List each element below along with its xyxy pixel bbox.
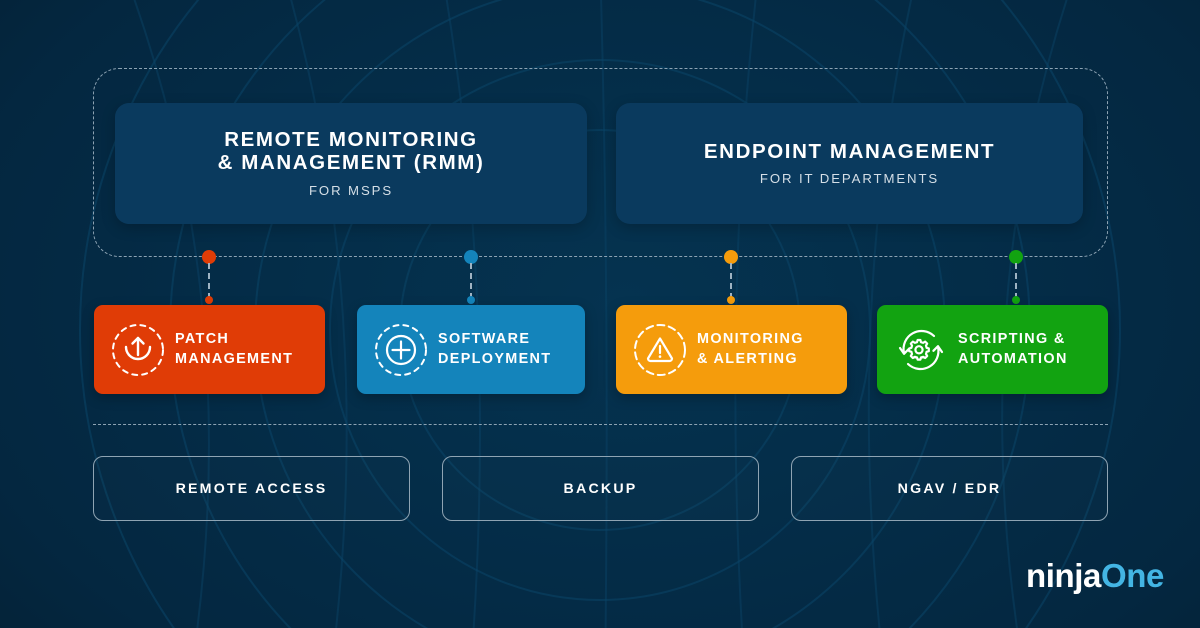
warning-triangle-icon (634, 323, 686, 376)
connector-stem-monitoring (730, 263, 732, 299)
bottom-card-ngav-edr[interactable]: NGAV / EDR (791, 456, 1108, 521)
panel-remote-monitoring-management[interactable]: REMOTE MONITORING & MANAGEMENT (RMM) FOR… (115, 103, 587, 224)
bottom-card-remote-access[interactable]: REMOTE ACCESS (93, 456, 410, 521)
logo-text-ninja: ninja (1026, 557, 1102, 594)
service-card-patch-label: PATCH MANAGEMENT (175, 330, 293, 369)
service-card-software-label-line1: SOFTWARE (438, 331, 531, 348)
service-card-scripting-automation[interactable]: SCRIPTING & AUTOMATION (877, 305, 1108, 394)
connector-dot-top-scripting (1009, 250, 1023, 264)
bottom-card-ngav-edr-label: NGAV / EDR (897, 480, 1002, 497)
service-card-patch-label-line1: PATCH (175, 331, 230, 348)
connector-dot-top-monitoring (724, 250, 738, 264)
service-card-software-deployment[interactable]: SOFTWARE DEPLOYMENT (357, 305, 585, 394)
connector-dot-top-patch (202, 250, 216, 264)
service-card-monitoring-label: MONITORING & ALERTING (697, 330, 804, 369)
bottom-card-backup[interactable]: BACKUP (442, 456, 759, 521)
service-card-monitoring-label-line2: & ALERTING (697, 350, 798, 367)
service-card-monitoring-label-line1: MONITORING (697, 331, 804, 348)
panel-rmm-title-line1: REMOTE MONITORING (224, 128, 478, 152)
section-divider (93, 424, 1108, 425)
connector-stem-patch (208, 263, 210, 299)
connector-dot-bottom-software (467, 296, 475, 304)
logo-text-one: One (1101, 557, 1164, 594)
connector-dot-top-software (464, 250, 478, 264)
connector-dot-bottom-scripting (1012, 296, 1020, 304)
connector-dot-bottom-patch (205, 296, 213, 304)
service-card-monitoring-alerting[interactable]: MONITORING & ALERTING (616, 305, 847, 394)
ninjaone-logo: ninjaOne (1026, 559, 1164, 592)
service-card-patch-management[interactable]: PATCH MANAGEMENT (94, 305, 325, 394)
connector-stem-scripting (1015, 263, 1017, 299)
connector-stem-software (470, 263, 472, 299)
panel-rmm-subtitle: FOR MSPS (308, 182, 394, 198)
bottom-card-backup-label: BACKUP (563, 480, 638, 497)
bottom-card-remote-access-label: REMOTE ACCESS (175, 480, 328, 497)
panel-rmm-title-line2: & MANAGEMENT (RMM) (217, 151, 485, 174)
service-card-software-label-line2: DEPLOYMENT (438, 350, 552, 367)
connector-dot-bottom-monitoring (727, 296, 735, 304)
panel-endpoint-subtitle: FOR IT DEPARTMENTS (759, 171, 940, 187)
service-card-scripting-label: SCRIPTING & AUTOMATION (958, 330, 1068, 369)
plus-circle-icon (375, 323, 427, 376)
service-card-scripting-label-line2: AUTOMATION (958, 350, 1068, 367)
service-card-patch-label-line2: MANAGEMENT (175, 350, 294, 367)
panel-endpoint-management[interactable]: ENDPOINT MANAGEMENT FOR IT DEPARTMENTS (616, 103, 1083, 224)
service-card-software-label: SOFTWARE DEPLOYMENT (438, 330, 551, 369)
panel-endpoint-title: ENDPOINT MANAGEMENT (703, 139, 996, 163)
service-card-scripting-label-line1: SCRIPTING & (958, 331, 1066, 348)
patch-update-icon (112, 323, 164, 376)
panel-rmm-title: REMOTE MONITORING & MANAGEMENT (RMM) (217, 128, 485, 175)
top-section-dashed-container (93, 68, 1108, 257)
gear-refresh-icon (898, 329, 944, 370)
